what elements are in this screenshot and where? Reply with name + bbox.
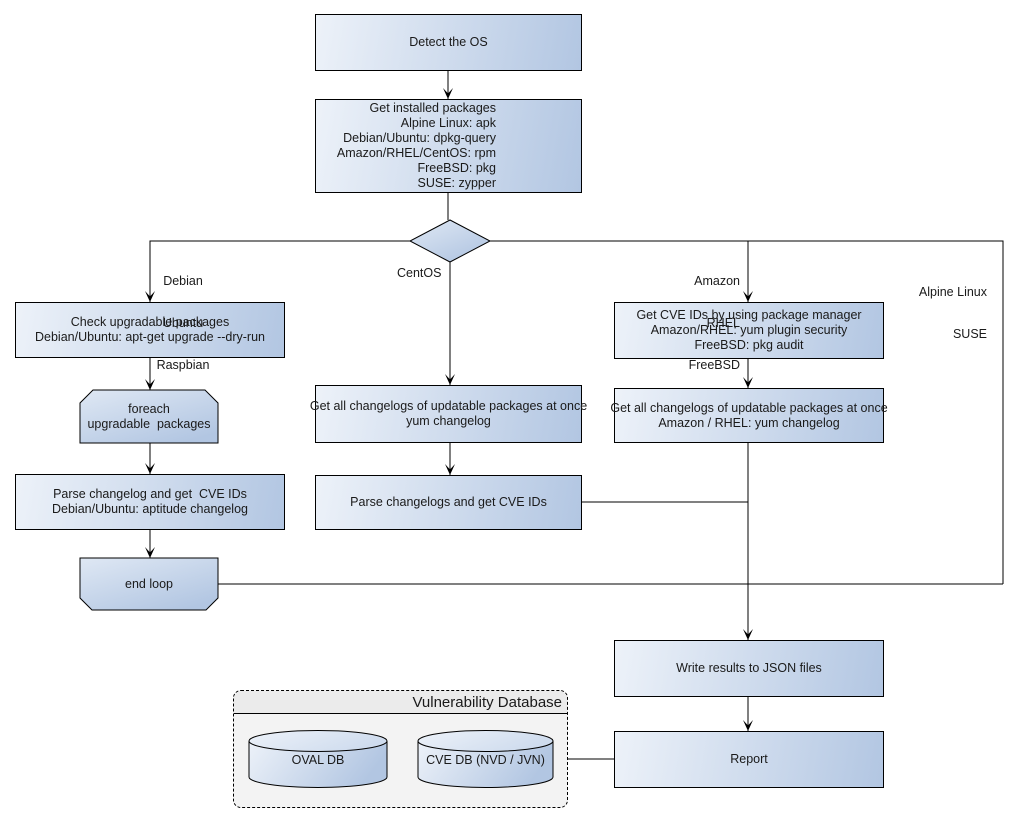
cylinder-label: CVE DB (NVD / JVN) [426, 752, 545, 767]
node-get-changelogs-amazon-rhel: Get all changelogs of updatable packages… [610, 388, 888, 443]
node-label: Amazon/RHEL/CentOS: rpm [336, 146, 496, 160]
node-label: Amazon / RHEL: yum changelog [658, 415, 840, 430]
node-label: yum changelog [406, 414, 491, 428]
cylinder-body [248, 741, 388, 788]
node-parse-changelog-debian: Parse changelog and get CVE IDs Debian/U… [15, 474, 285, 530]
os-decision-diamond [408, 219, 492, 263]
branch-label-line: RHEL [706, 316, 740, 330]
node-label: SUSE: zypper [417, 176, 496, 190]
node-check-upgradable-packages: Check upgradable packages Debian/Ubuntu:… [15, 302, 285, 358]
foreach-loop-shape [79, 389, 219, 444]
cylinder-top [417, 730, 554, 752]
node-write-results-json: Write results to JSON files [614, 640, 884, 697]
connector-lines [149, 71, 1004, 760]
end-loop-shape [79, 557, 219, 611]
node-foreach-upgradable-packages: foreach upgradable packages [80, 390, 218, 443]
node-label: Parse changelog and get CVE IDs [53, 487, 247, 501]
node-label: FreeBSD: pkg [417, 161, 496, 175]
node-detect-os: Detect the OS [315, 14, 582, 71]
node-label: Debian/Ubuntu: dpkg-query [343, 131, 496, 145]
arrowhead [743, 720, 753, 731]
node-get-changelogs-centos: Get all changelogs of updatable packages… [310, 385, 587, 443]
node-label: Get all changelogs of updatable packages… [610, 400, 888, 415]
arrowhead [145, 463, 155, 474]
branch-label-alpine: Alpine Linux SUSE [900, 257, 987, 369]
node-label: FreeBSD: pkg audit [694, 338, 804, 352]
arrowhead [743, 377, 753, 388]
cylinder-top [248, 730, 388, 752]
cylinder-label: OVAL DB [291, 752, 345, 767]
connector-line [490, 240, 1004, 584]
node-label: Debian/Ubuntu: apt-get upgrade --dry-run [35, 330, 265, 344]
node-label: Parse changelogs and get CVE IDs [350, 495, 547, 509]
arrowhead [445, 374, 455, 385]
node-end-loop: end loop [80, 558, 218, 610]
oval-db-cylinder [248, 730, 388, 788]
branch-label-debian: Debian Ubuntu Raspbian [152, 246, 214, 400]
connector-line [149, 240, 410, 302]
node-parse-changelogs-centos: Parse changelogs and get CVE IDs [315, 475, 582, 530]
arrowhead [145, 291, 155, 302]
arrowheads [145, 88, 753, 731]
branch-label-line: Ubuntu [162, 316, 204, 330]
node-report: Report [614, 731, 884, 788]
node-label: Alpine Linux: apk [400, 116, 496, 130]
node-label: foreach [128, 401, 170, 416]
node-label: Get CVE IDs by using package manager [636, 308, 862, 322]
cve-db-cylinder [417, 730, 554, 788]
arrowhead [443, 88, 453, 99]
node-label: end loop [125, 576, 173, 591]
oval-db-label: OVAL DB [249, 750, 387, 770]
arrowhead [145, 547, 155, 558]
vulnerability-database-title: Vulnerability Database [234, 691, 567, 714]
node-get-installed-packages: Get installed packages Alpine Linux: apk… [315, 99, 582, 193]
node-label: Get installed packages [369, 101, 496, 115]
node-label: Get all changelogs of updatable packages… [309, 399, 588, 413]
branch-label-line: Amazon [694, 274, 740, 288]
node-label: Amazon/RHEL: yum plugin security [650, 323, 848, 337]
node-label: Report [730, 752, 768, 766]
branch-label-centos: CentOS [397, 266, 442, 280]
arrowhead [743, 629, 753, 640]
branch-label-line: Debian [163, 274, 203, 288]
node-label: Detect the OS [409, 35, 488, 49]
branch-label-amazon: Amazon RHEL FreeBSD [680, 246, 740, 400]
cylinder-body [417, 741, 554, 788]
branch-label-line: FreeBSD [688, 358, 740, 372]
arrowhead [743, 291, 753, 302]
node-get-cve-ids-package-manager: Get CVE IDs by using package manager Ama… [614, 302, 884, 359]
node-label: Write results to JSON files [676, 661, 822, 675]
arrowhead [145, 379, 155, 390]
cve-db-label: CVE DB (NVD / JVN) [418, 750, 553, 770]
node-label: Check upgradable packages [70, 315, 230, 329]
arrowhead [445, 464, 455, 475]
branch-label-line: SUSE [952, 327, 987, 341]
node-label: upgradable packages [87, 416, 211, 431]
branch-label-line: Alpine Linux [918, 285, 987, 299]
branch-label-line: Raspbian [156, 358, 210, 372]
node-label: Debian/Ubuntu: aptitude changelog [52, 502, 248, 516]
